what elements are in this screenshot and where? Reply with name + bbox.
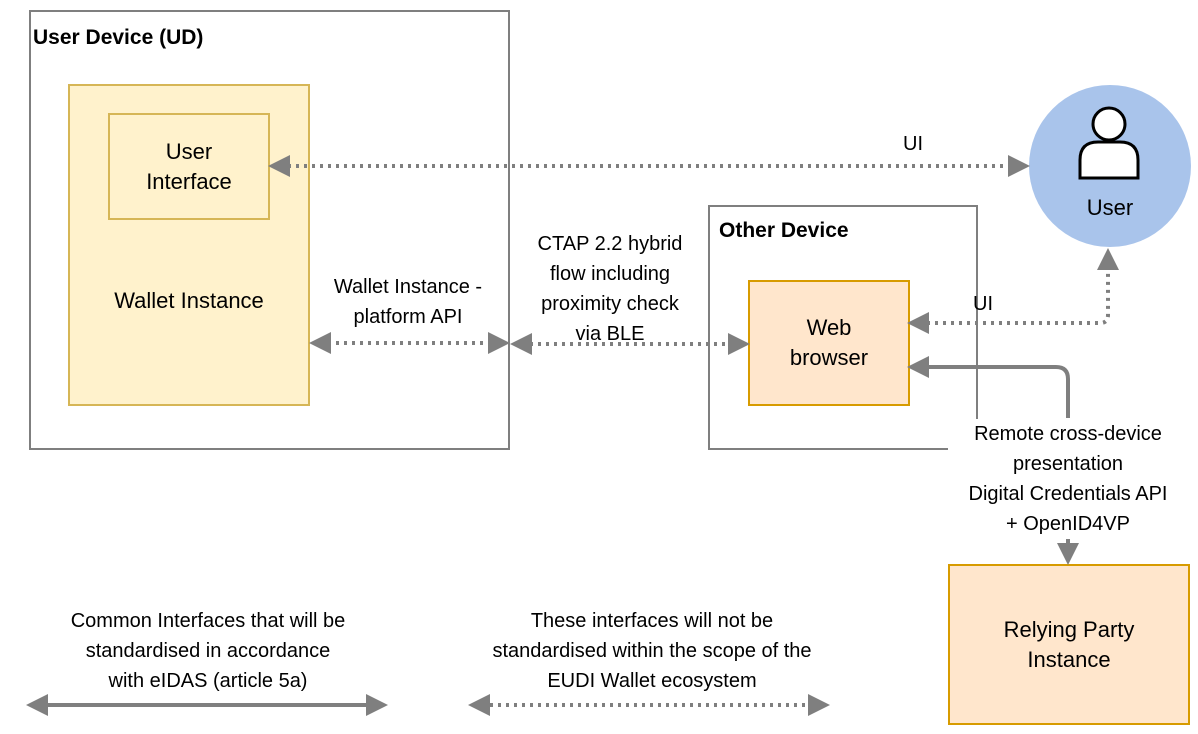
arrowhead <box>907 312 929 334</box>
remote-presentation-label: Remote cross-device presentation Digital… <box>948 419 1188 539</box>
remote-presentation-solid-arrow <box>927 365 1070 418</box>
browser-user-dotted-arrow <box>927 268 1110 325</box>
arrowhead <box>1008 155 1030 177</box>
arrowhead <box>26 694 48 716</box>
arrowhead <box>468 694 490 716</box>
arrowhead <box>488 332 510 354</box>
ctap-label: CTAP 2.2 hybrid flow including proximity… <box>537 233 683 345</box>
platform-api-label: Wallet Instance - platform API <box>333 276 483 328</box>
arrowhead <box>1097 248 1119 270</box>
other-device-title: Other Device <box>719 219 849 242</box>
web-browser-box[interactable]: Web browser <box>748 280 910 406</box>
legend-dotted-label: These interfaces will not be standardise… <box>492 610 812 692</box>
arrowhead <box>510 333 532 355</box>
ui-right-label: UI <box>973 293 993 315</box>
arrowhead <box>808 694 830 716</box>
relying-party-label: Relying Party Instance <box>1003 616 1135 672</box>
user-interface-label: User Interface <box>146 138 232 194</box>
ui-top-label: UI <box>903 133 923 155</box>
wallet-instance-label: Wallet Instance <box>114 288 264 313</box>
legend-solid-label: Common Interfaces that will be standardi… <box>70 610 346 692</box>
arrowhead <box>728 333 750 355</box>
user-device-title: User Device (UD) <box>33 26 204 49</box>
user-label: User <box>1086 195 1134 220</box>
arrowhead <box>1057 543 1079 565</box>
user-person-icon <box>1078 106 1140 180</box>
user-interface-box[interactable]: User Interface <box>108 113 270 220</box>
arrowhead <box>366 694 388 716</box>
relying-party-box[interactable]: Relying Party Instance <box>948 564 1190 725</box>
web-browser-label: Web browser <box>789 315 869 370</box>
arrowhead <box>268 155 290 177</box>
arrowhead <box>309 332 331 354</box>
arrowhead <box>907 356 929 378</box>
